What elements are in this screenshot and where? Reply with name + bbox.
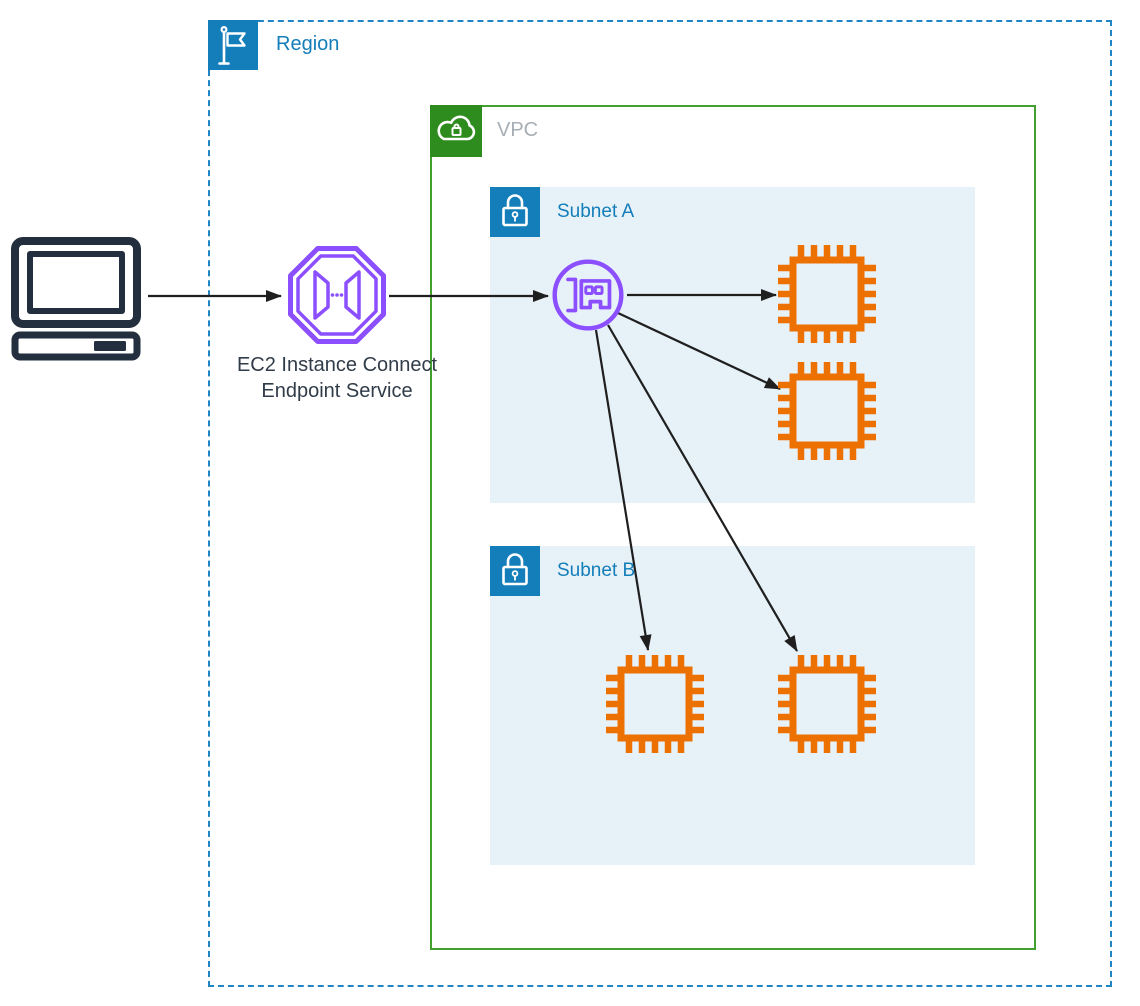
ec2-instance-icon-a2 [778,362,876,460]
region-group-box [208,20,1112,987]
vpc-label: VPC [497,119,539,141]
region-flag-icon [208,20,258,70]
client-computer-icon [11,237,141,361]
vpc-cloud-lock-icon [430,105,482,157]
subnet-b-box [490,546,975,865]
subnet-a-label: Subnet A [557,201,635,222]
subnet-b-label: Subnet B [557,560,636,581]
endpoint-network-interface-icon [552,259,624,331]
eic-endpoint-service-icon [288,246,386,344]
subnet-a-box [490,187,975,503]
ec2-instance-icon-b1 [606,655,704,753]
region-label: Region [276,33,340,55]
subnet-a-padlock-icon [490,187,540,237]
eic-label-line2: Endpoint Service [261,380,413,402]
eic-label-line1: EC2 Instance Connect [236,354,438,376]
subnet-b-padlock-icon [490,546,540,596]
ec2-instance-icon-a1 [778,245,876,343]
eic-endpoint-service-label: EC2 Instance Connect Endpoint Service [217,352,457,404]
ec2-instance-icon-b2 [778,655,876,753]
